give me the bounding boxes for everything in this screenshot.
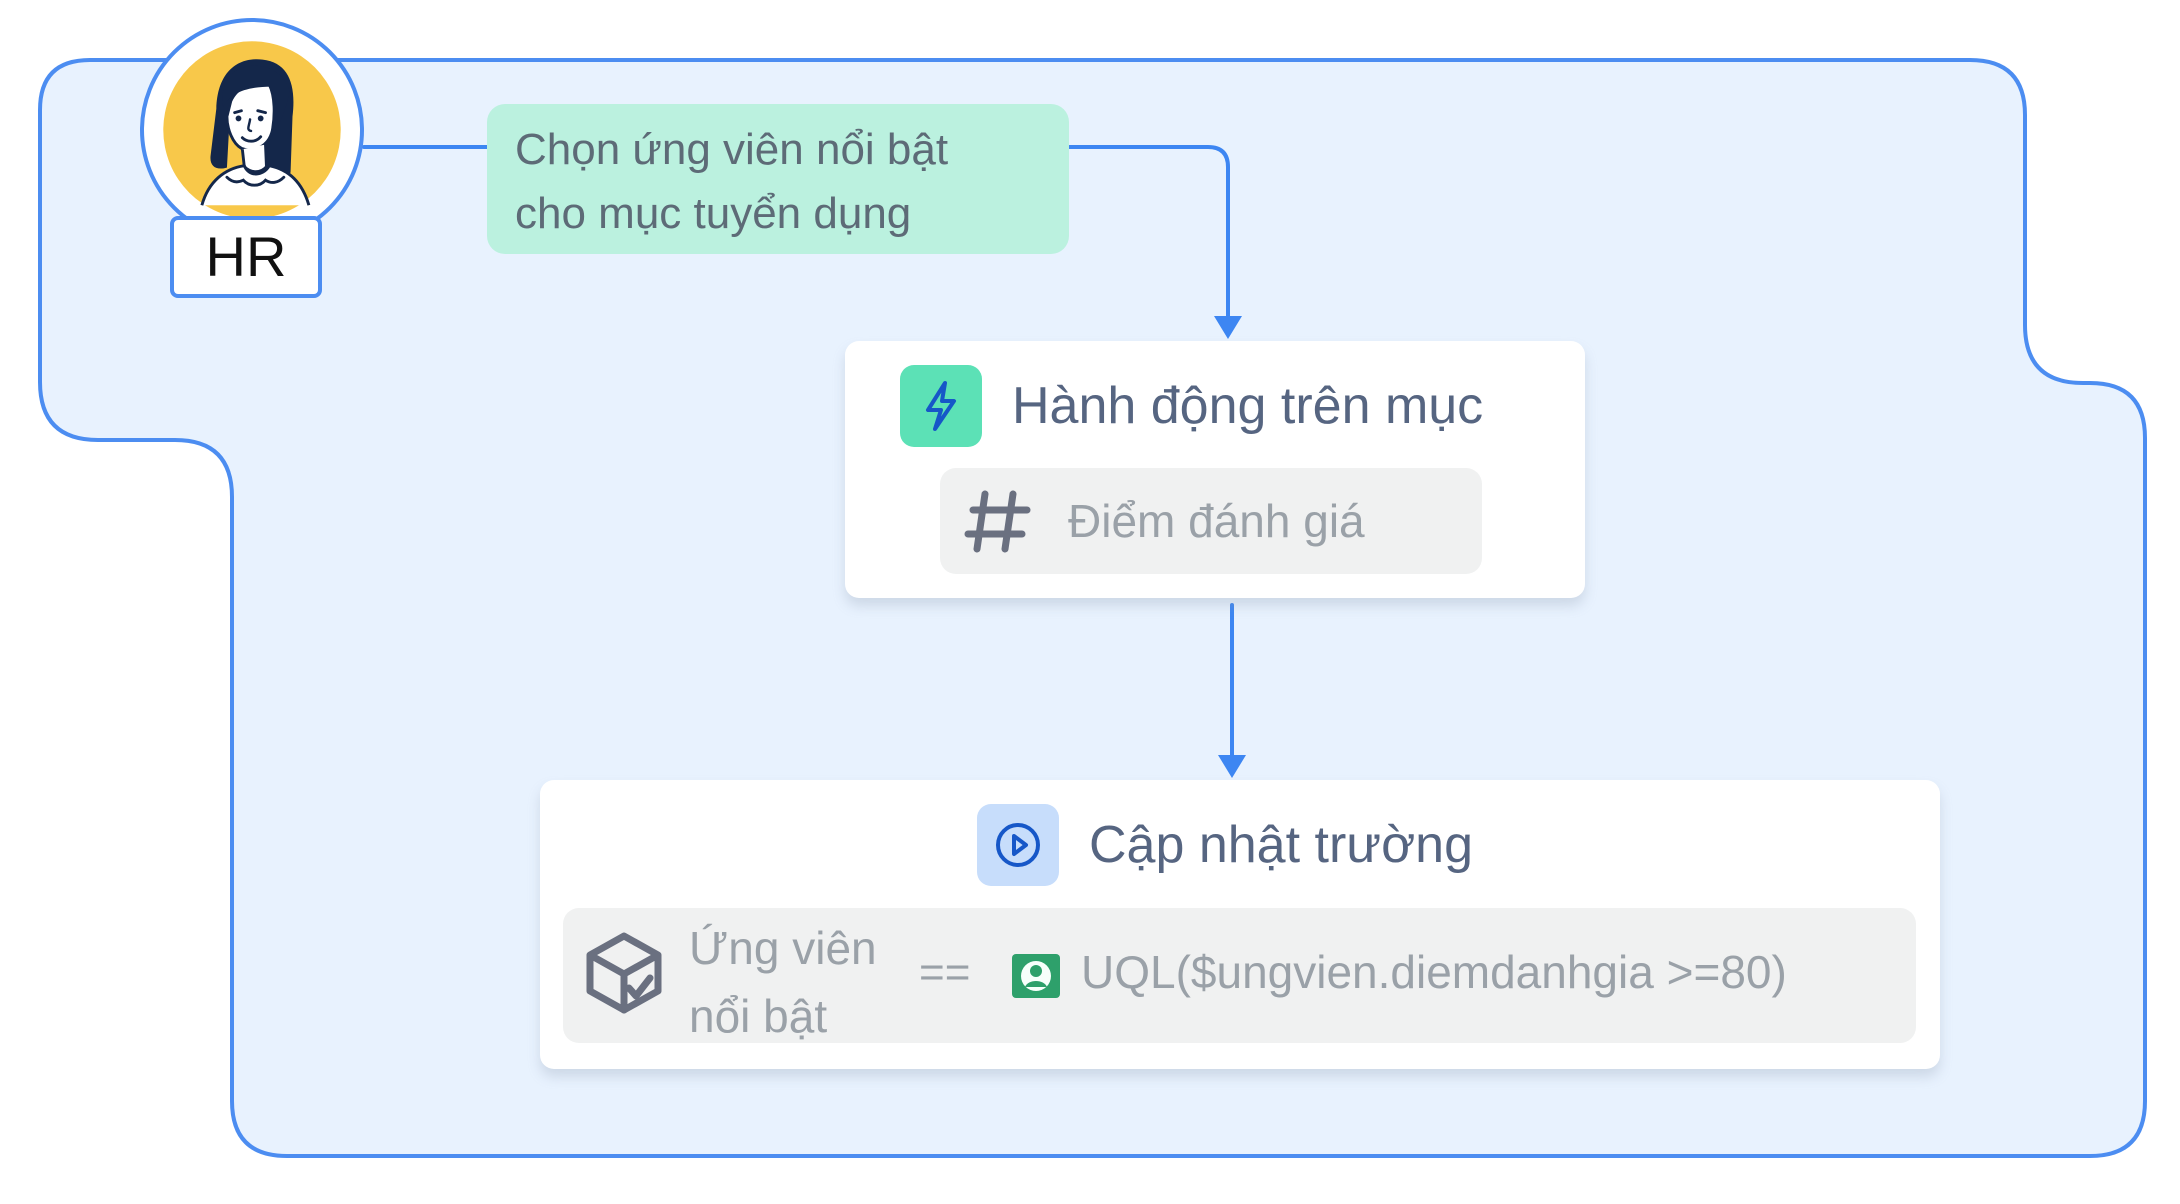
item-action-title: Hành động trên mục xyxy=(1012,377,1484,435)
cube-check-icon xyxy=(586,932,662,1014)
score-field-pill: Điểm đánh giá xyxy=(940,468,1482,574)
update-field-title: Cập nhật trường xyxy=(1089,816,1474,874)
woman-avatar-icon xyxy=(163,41,341,219)
item-action-header: Hành động trên mục xyxy=(900,365,1483,447)
field-name-line: nổi bật xyxy=(689,990,828,1042)
lightning-icon xyxy=(926,381,956,431)
update-field-header: Cập nhật trường xyxy=(977,804,1473,886)
connector-trigger-to-action xyxy=(1067,145,1230,318)
trigger-line: Chọn ứng viên nổi bật xyxy=(515,125,949,174)
connector-arrowhead-update xyxy=(1218,755,1246,778)
score-field-label: Điểm đánh giá xyxy=(1068,495,1365,547)
hr-actor: HR xyxy=(140,18,364,298)
field-assignment-pill: Ứng viên nổi bật == UQL($ungvien.diemdan… xyxy=(563,908,1916,1043)
trigger-line: cho mục tuyển dụng xyxy=(515,189,912,238)
hash-icon xyxy=(964,490,1031,553)
connector-arrowhead-action xyxy=(1214,316,1242,339)
update-field-card: Cập nhật trường Ứng viên nổi bật == UQL(… xyxy=(540,780,1940,1069)
trigger-note: Chọn ứng viên nổi bật cho mục tuyển dụng xyxy=(487,104,1069,254)
highlight-candidate-field: Ứng viên nổi bật xyxy=(689,914,919,1050)
user-profile-icon xyxy=(1012,954,1060,998)
item-action-card: Hành động trên mục Điểm đánh giá xyxy=(845,341,1585,598)
field-name-line: Ứng viên xyxy=(689,922,877,974)
lightning-badge xyxy=(900,365,982,447)
equals-operator: == xyxy=(919,948,971,997)
play-circle-icon xyxy=(996,823,1040,867)
hr-avatar xyxy=(140,18,364,242)
play-badge xyxy=(977,804,1059,886)
uql-formula: UQL($ungvien.diemdanhgia >=80) xyxy=(1081,946,1787,998)
hr-label: HR xyxy=(170,216,322,298)
